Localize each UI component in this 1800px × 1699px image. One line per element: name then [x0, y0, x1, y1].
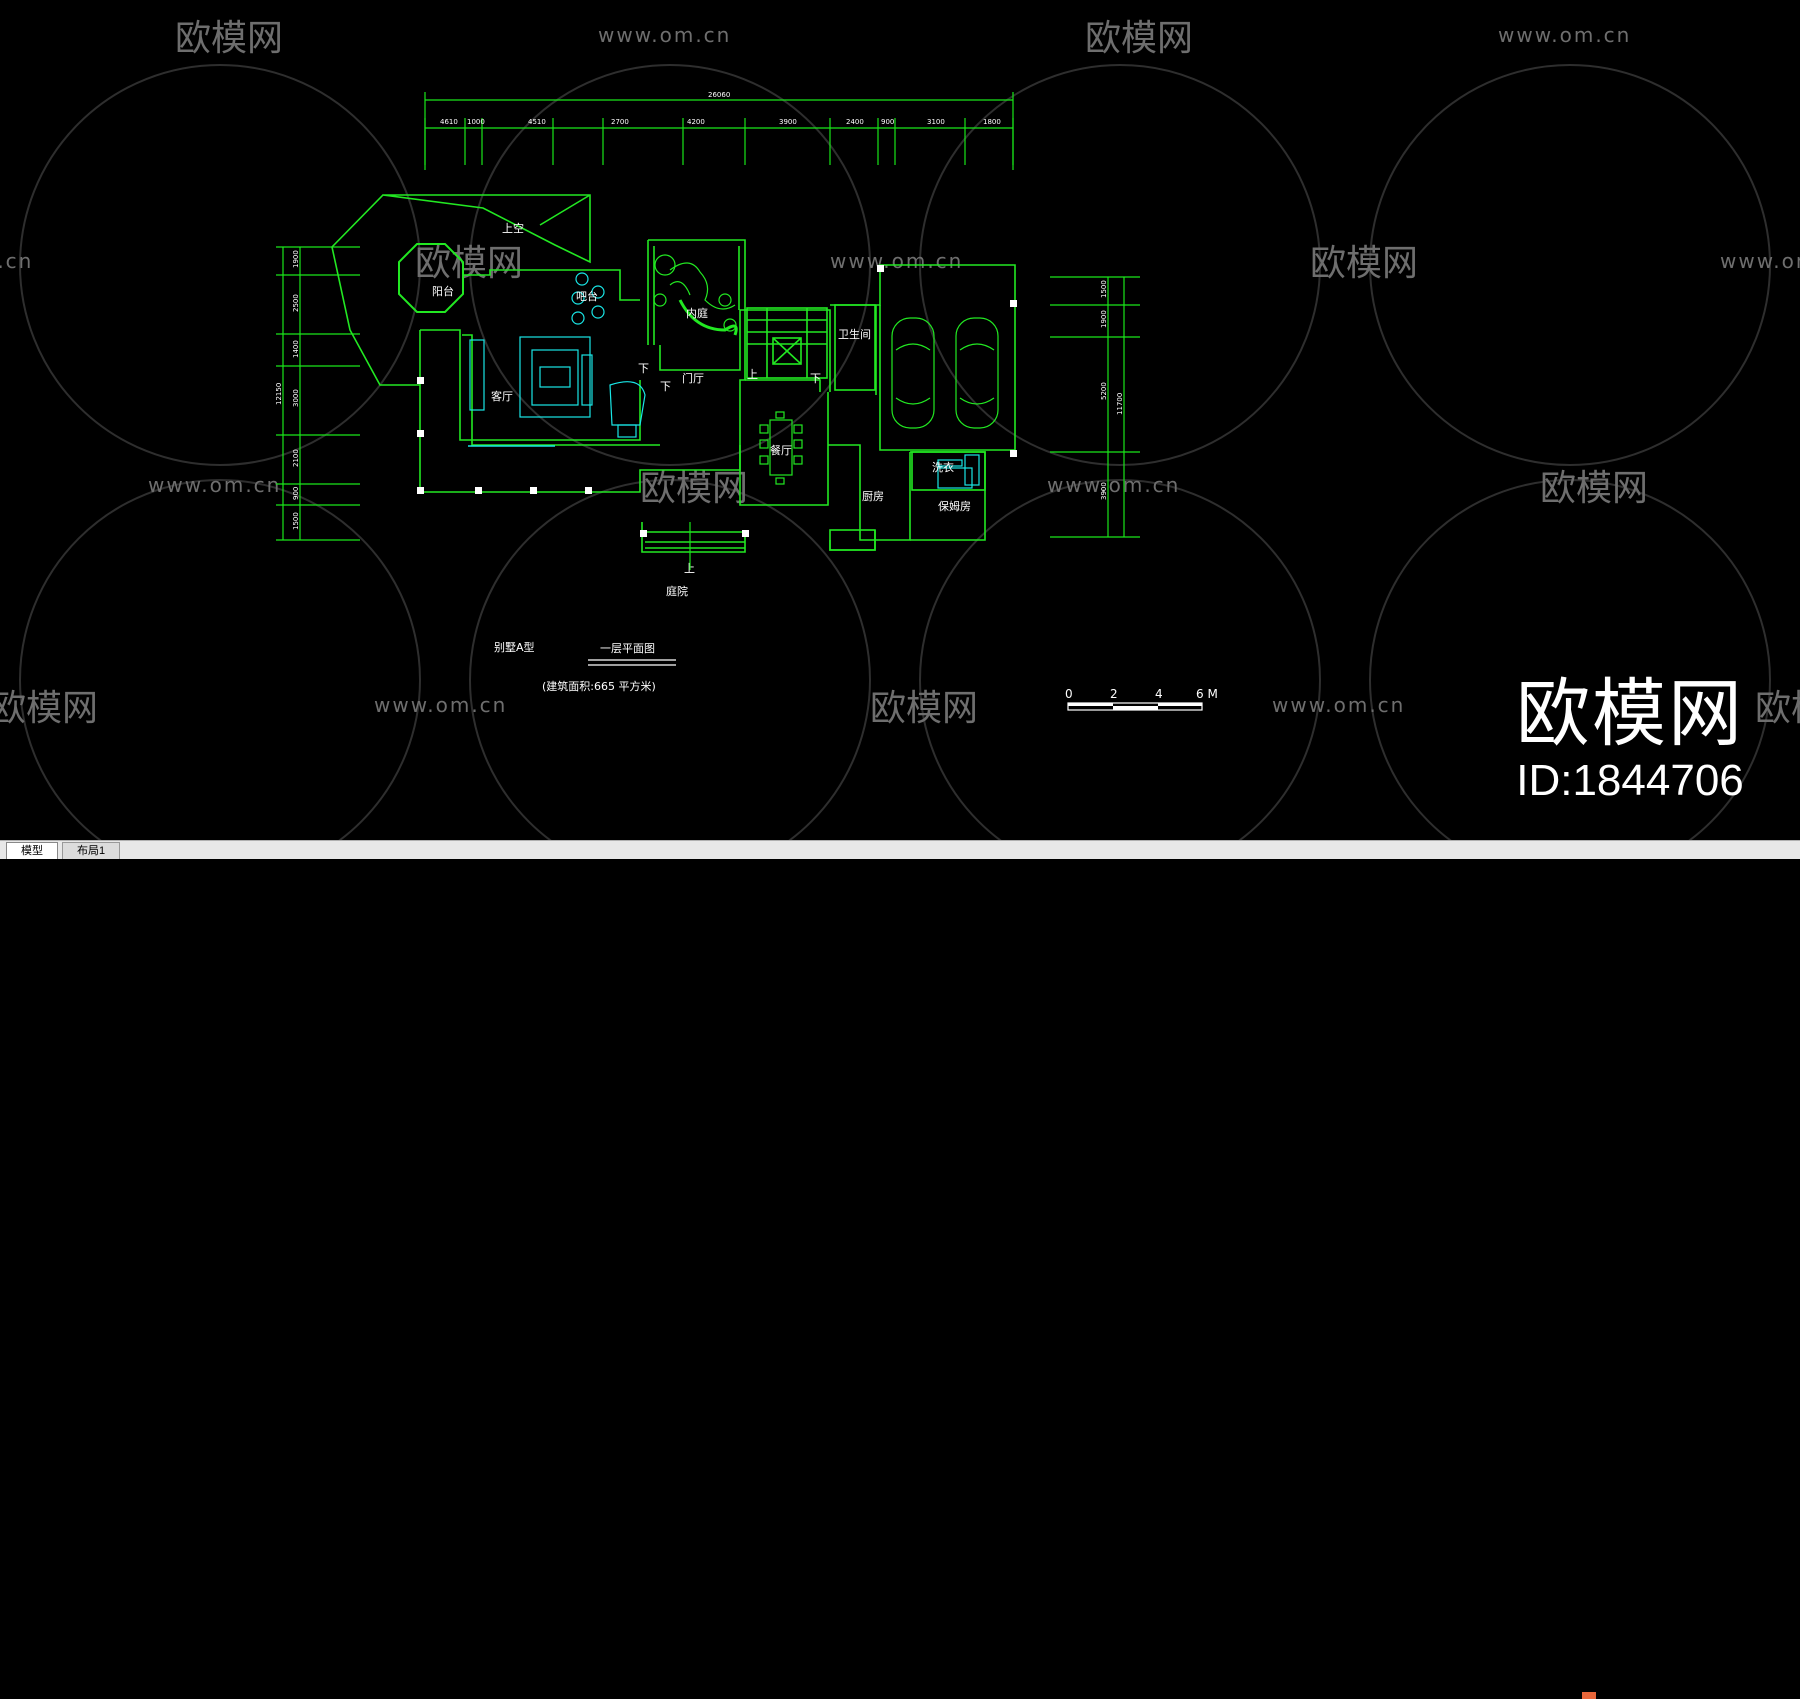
watermark-brand: 欧模网	[1540, 468, 1648, 509]
dimension-label: 1500	[1100, 280, 1108, 298]
dining-table	[759, 411, 803, 485]
room-label: 客厅	[491, 389, 513, 403]
watermark-url: www.om.cn	[1720, 249, 1800, 273]
room-label: 餐厅	[770, 443, 792, 457]
tab-layout1[interactable]: 布局1	[62, 842, 121, 859]
room-label: 卫生间	[838, 327, 871, 341]
column-markers	[417, 265, 1017, 537]
dimension-label: 2700	[611, 118, 629, 126]
watermark-circles	[19, 64, 1771, 840]
watermark-url: www.om.cn	[148, 473, 281, 497]
dimension-label: 4200	[687, 118, 705, 126]
dimension-label: 1500	[292, 512, 300, 530]
room-label: 保姆房	[938, 499, 971, 513]
dimension-label: 900	[292, 487, 300, 500]
top-dimension-labels: 26060 4610 1000 4510 2700 4200 3900 2400…	[440, 91, 1001, 126]
scale-label: 2	[1110, 687, 1118, 701]
right-dimension-labels: 1500 1900 5200 3900 11700	[1100, 280, 1124, 500]
left-dimension-labels: 1900 2500 1400 3000 2100 900 1500 12150	[275, 250, 300, 530]
dimension-label: 3000	[292, 389, 300, 407]
watermark-url: www.om.cn	[0, 249, 33, 273]
total-dimension: 12150	[275, 383, 283, 405]
cad-drawing-canvas[interactable]: 欧模网 欧模网 欧模网 欧模网 欧模网 欧模网 欧模网 欧模网 欧模网 www.…	[0, 0, 1800, 840]
watermark-brand: 欧模网	[1310, 243, 1418, 284]
scale-bar	[1067, 702, 1203, 711]
watermark-url: www.om.cn	[374, 693, 507, 717]
scale-label: 0	[1065, 687, 1073, 701]
room-label: 门厅	[682, 371, 704, 385]
tab-model[interactable]: 模型	[6, 842, 58, 859]
drawing-title-left: 别墅A型	[494, 640, 535, 654]
room-label: 厨房	[862, 490, 884, 503]
watermark-brand: 欧模网	[415, 243, 523, 284]
scale-labels: 0 2 4 6 M	[1065, 687, 1218, 701]
overlay-id: ID:1844706	[1516, 756, 1744, 805]
dimension-label: 1400	[292, 340, 300, 358]
dimension-label: 5200	[1100, 382, 1108, 400]
top-dimension-chain	[424, 92, 1014, 170]
room-label: 上空	[502, 221, 524, 235]
dimension-label: 1900	[1100, 310, 1108, 328]
dimension-label: 2400	[846, 118, 864, 126]
dimension-label: 4610	[440, 118, 458, 126]
stair-label: 上	[747, 368, 758, 381]
dimension-label: 4510	[528, 118, 546, 126]
corner-marker	[1582, 1692, 1596, 1699]
scale-label: 4	[1155, 687, 1163, 701]
dimension-label: 2100	[292, 449, 300, 467]
watermark-url: www.om.cn	[1047, 473, 1180, 497]
watermark-url: www.om.cn	[598, 23, 731, 47]
room-label: 庭院	[666, 584, 688, 598]
drawing-title: 一层平面图	[600, 642, 655, 655]
room-label: 吧台	[576, 289, 598, 303]
dimension-label: 1800	[983, 118, 1001, 126]
watermark-brand: 欧模网	[1755, 688, 1800, 729]
garden-plants	[653, 254, 738, 336]
dimension-label: 3900	[1100, 482, 1108, 500]
watermark-url: www.om.cn	[1498, 23, 1631, 47]
total-dimension: 26060	[708, 91, 730, 99]
room-label: 阳台	[432, 284, 454, 298]
right-dimension-chain	[1050, 276, 1140, 538]
room-labels: 上空 阳台 吧台 客厅 内庭 门厅 餐厅 卫生间 厨房 洗衣 保姆房 庭院 下 …	[432, 221, 971, 598]
dimension-label: 2500	[292, 294, 300, 312]
total-dimension: 11700	[1116, 393, 1124, 415]
scale-label: 6 M	[1196, 687, 1218, 701]
stair-label: 下	[810, 372, 821, 385]
overlay-brand: 欧模网	[1516, 671, 1744, 757]
area-note: (建筑面积:665 平方米)	[542, 679, 656, 693]
stair-label: 下	[638, 362, 649, 375]
dimension-label: 3100	[927, 118, 945, 126]
watermark-brand: 欧模网	[1085, 18, 1193, 59]
watermark-brand: 欧模网	[175, 18, 283, 59]
dimension-label: 1900	[292, 250, 300, 268]
watermark-brand: 欧模网	[0, 688, 98, 729]
dimension-label: 900	[881, 118, 894, 126]
floor-plan-walls	[331, 194, 1016, 553]
dimension-label: 1000	[467, 118, 485, 126]
room-label: 洗衣	[932, 460, 954, 474]
watermark-brand: 欧模网	[640, 468, 748, 509]
watermark-texts: 欧模网 欧模网 欧模网 欧模网 欧模网 欧模网 欧模网 欧模网 欧模网	[0, 18, 1800, 729]
furniture	[469, 272, 999, 489]
drawing-titles: 别墅A型 一层平面图 (建筑面积:665 平方米)	[494, 640, 656, 693]
watermark-brand: 欧模网	[870, 688, 978, 729]
watermark-url: www.om.cn	[1272, 693, 1405, 717]
layout-tab-bar: 模型 布局1	[0, 840, 1800, 1699]
left-dimension-chain	[276, 246, 360, 541]
watermark-url: www.om.cn	[830, 249, 963, 273]
id-overlay: 欧模网 ID:1844706	[1516, 672, 1744, 806]
room-label: 内庭	[686, 306, 708, 320]
watermark-urls: www.om.cn www.om.cn www.om.cn www.om.cn …	[0, 23, 1800, 717]
stair-label: 下	[660, 380, 671, 393]
dimension-label: 3900	[779, 118, 797, 126]
